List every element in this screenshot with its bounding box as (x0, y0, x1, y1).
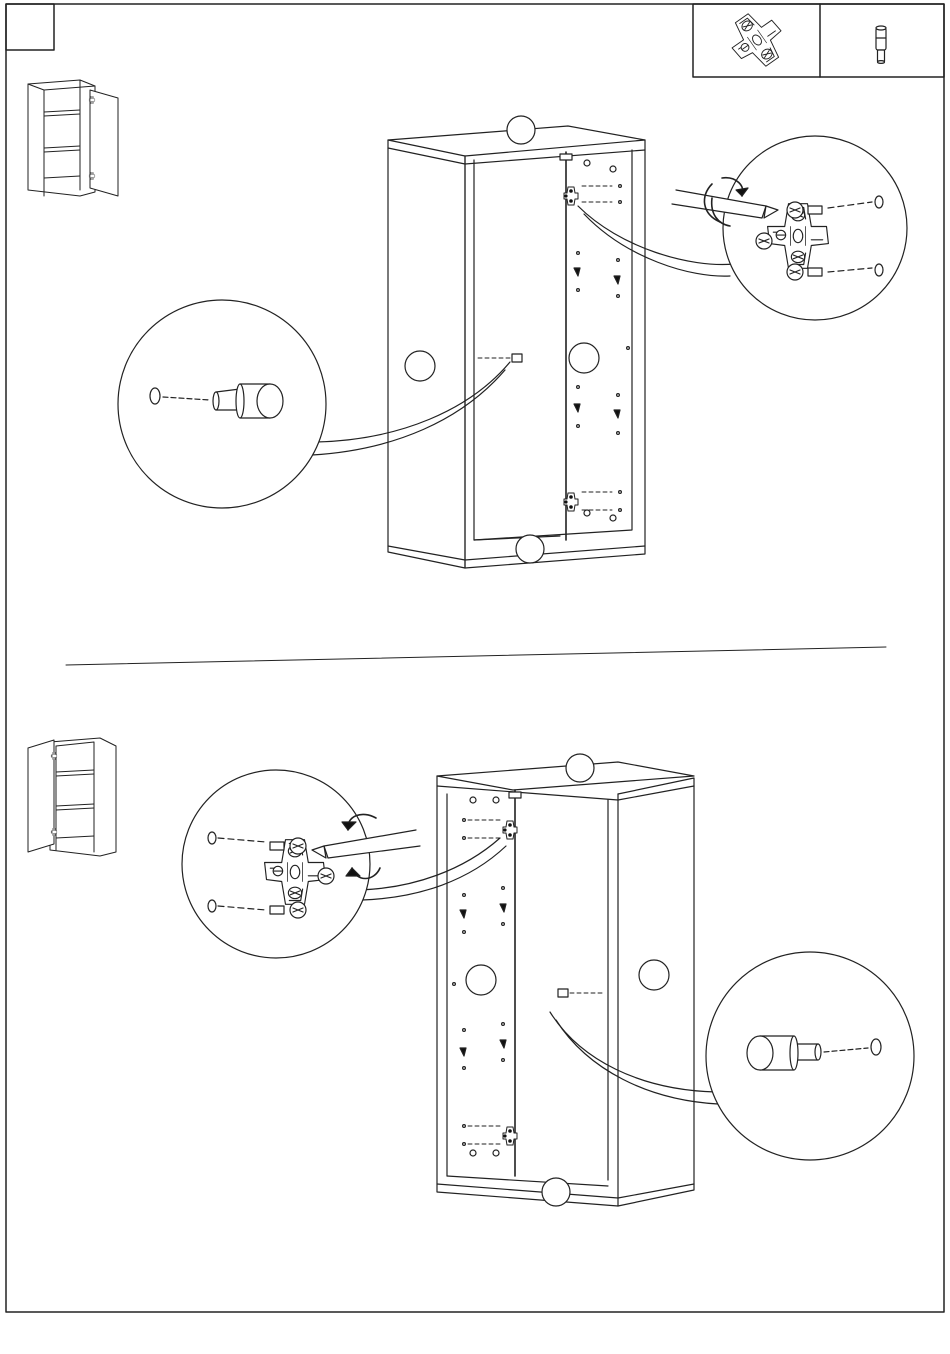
shelf-pin-icon (876, 26, 886, 63)
cabinet-body-1 (388, 116, 645, 568)
part-label-left-side-1 (405, 351, 435, 381)
step-number-box (6, 4, 54, 50)
hinge-mounting-plate-icon (721, 4, 792, 76)
detail-circle-hinge-1 (672, 136, 907, 320)
part-label-bottom-2 (542, 1178, 570, 1206)
detail-circle-hinge-2 (182, 770, 420, 958)
part-label-right-side-2 (639, 960, 669, 990)
part-label-right-side-1 (569, 343, 599, 373)
cabinet-body-2 (437, 754, 694, 1206)
leader-line-hinge-2 (362, 846, 506, 900)
part-label-left-side-2 (466, 965, 496, 995)
part-label-top-1 (507, 116, 535, 144)
parts-legend (693, 4, 944, 77)
thumbnail-cabinet-open-right (28, 80, 118, 196)
section-left-hinge-door (28, 80, 907, 568)
section-right-hinge-door (28, 738, 914, 1206)
leader-line-shelf-pin-1b (312, 370, 505, 455)
part-label-bottom-1 (516, 535, 544, 563)
leader-line-shelf-pin-2 (550, 1012, 716, 1092)
thumbnail-cabinet-open-left (28, 738, 116, 856)
leader-line-hinge-1b (584, 214, 730, 276)
part-label-top-2 (566, 754, 594, 782)
section-divider (66, 647, 886, 665)
detail-circle-shelf-pin-2 (706, 952, 914, 1160)
detail-circle-shelf-pin-1 (118, 300, 326, 508)
